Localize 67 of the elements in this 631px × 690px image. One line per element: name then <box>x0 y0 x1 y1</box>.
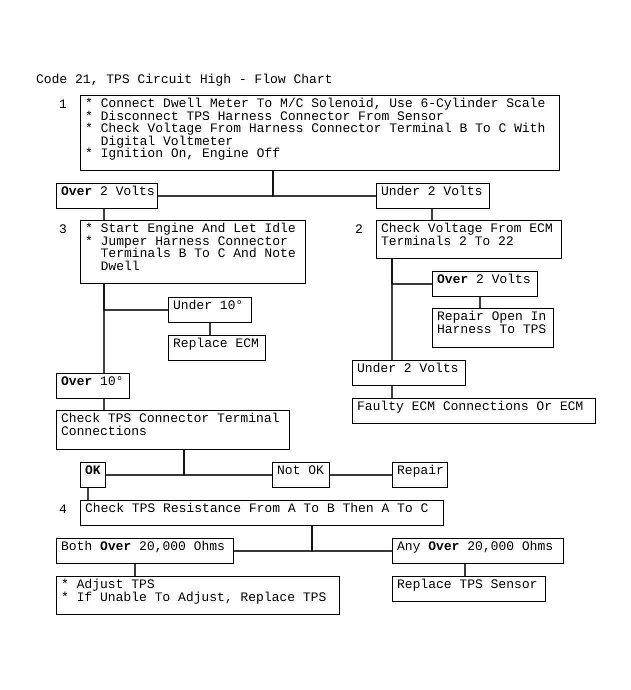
step-text: Check Voltage From ECM Terminals 2 To 22 <box>381 223 554 248</box>
step-text: Over 2 Volts <box>437 274 532 287</box>
step-text: Repair Open In Harness To TPS <box>437 311 548 336</box>
connector-line <box>183 450 272 476</box>
step-box <box>376 220 562 259</box>
step-box <box>80 462 106 488</box>
chart-title: Code 21, TPS Circuit High - Flow Chart <box>36 72 332 87</box>
connector-line <box>479 297 481 308</box>
connector-line <box>103 209 105 220</box>
step-box <box>392 462 448 488</box>
step-text: * Connect Dwell Meter To M/C Solenoid, Use 6-Cylinder Scale <box>85 98 546 111</box>
step-text: * Adjust TPS <box>61 579 156 592</box>
step-box <box>432 308 554 348</box>
connector-line <box>330 474 392 476</box>
step-text: Check TPS Connector Terminal Connections <box>61 413 280 438</box>
step-number: 3 <box>59 222 67 237</box>
step-box <box>56 410 290 450</box>
step-text: Repair <box>397 465 443 478</box>
connector-line <box>87 488 89 500</box>
step-text: Under 2 Volts <box>357 363 460 376</box>
step-number: 4 <box>59 502 67 517</box>
step-box <box>352 398 596 424</box>
step-text: Any Over 20,000 Ohms <box>397 541 554 554</box>
step-box <box>80 95 560 171</box>
connector-line <box>391 386 393 398</box>
step-box <box>56 183 158 209</box>
step-text: * Start Engine And Let Idle <box>85 223 297 236</box>
step-text: OK <box>85 465 101 478</box>
connector-line <box>431 209 433 220</box>
step-box <box>168 297 252 323</box>
step-box <box>392 576 546 602</box>
step-box <box>56 538 234 564</box>
connector-line <box>103 399 105 410</box>
step-text: Replace TPS Sensor <box>397 579 538 592</box>
step-text: Under 2 Volts <box>381 186 484 199</box>
step-box <box>168 335 266 361</box>
step-box <box>352 360 466 386</box>
step-text: * If Unable To Adjust, Replace TPS <box>61 592 328 604</box>
connector-line <box>272 171 376 197</box>
step-text: Over 10° <box>61 376 124 389</box>
step-text: Over 2 Volts <box>61 186 153 199</box>
step-box <box>56 576 340 615</box>
step-box <box>432 271 538 297</box>
step-text: Faulty ECM Connections Or ECM <box>357 401 584 414</box>
step-box <box>80 500 444 526</box>
step-text: * Check Voltage From Harness Connector Terminal B To C With Digital Voltmeter <box>85 123 546 148</box>
step-box <box>376 183 490 209</box>
step-box <box>392 538 564 564</box>
step-box <box>80 220 306 284</box>
step-text: Both Over 20,000 Ohms <box>61 541 226 554</box>
connector-line <box>103 284 105 373</box>
step-number: 1 <box>59 97 67 112</box>
step-text: Replace ECM <box>173 338 260 351</box>
connector-line <box>311 526 392 552</box>
step-text: * Disconnect TPS Harness Connector From Sensor <box>85 110 444 124</box>
step-box <box>56 373 130 399</box>
connector-line <box>134 564 136 576</box>
connector-line <box>391 259 393 360</box>
step-text: Not OK <box>277 465 325 478</box>
step-box <box>272 462 330 488</box>
step-text: Under 10° <box>173 300 244 313</box>
step-text: Check TPS Resistance From A To B Then A To C <box>85 503 430 516</box>
connector-line <box>464 564 466 576</box>
step-text: * Ignition On, Engine Off <box>85 148 282 161</box>
step-text: * Jumper Harness Connector Terminals B To C And Note Dwell <box>85 236 297 274</box>
step-number: 2 <box>355 222 363 237</box>
connector-line <box>209 323 211 335</box>
